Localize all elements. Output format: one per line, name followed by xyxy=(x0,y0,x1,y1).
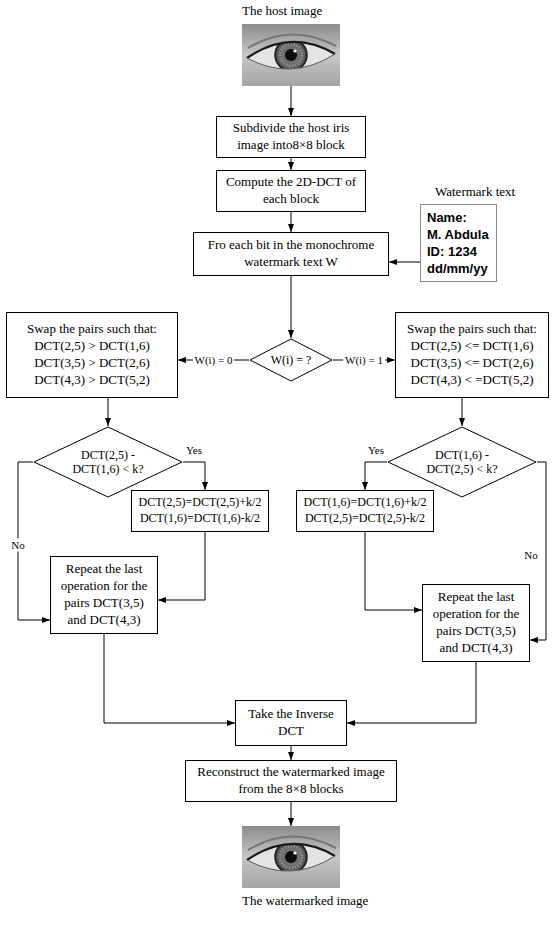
box-text: Reconstruct the watermarked image from t… xyxy=(192,764,390,798)
flow-arrow xyxy=(291,212,292,232)
box-text: DCT(2,5) <= DCT(1,6) xyxy=(402,338,542,355)
flow-arrow xyxy=(291,276,292,338)
lower-lid xyxy=(247,54,335,69)
flow-arrow xyxy=(365,462,387,490)
diamond-shape xyxy=(388,427,536,497)
decision-diamond: DCT(1,6) - DCT(2,5) < k? xyxy=(387,426,537,498)
flow-arrow xyxy=(291,802,292,826)
process-box: Take the Inverse DCT xyxy=(235,700,347,746)
box-text: Repeat the last operation for the pairs … xyxy=(429,589,523,657)
iris-image: The host image xyxy=(242,24,340,86)
box-text: Subdivide the host iris image into8×8 bl… xyxy=(223,120,359,154)
box-text: Take the Inverse DCT xyxy=(242,706,340,740)
decision-text: DCT(2,5) - DCT(1,6) < k? xyxy=(68,448,148,477)
pupil xyxy=(285,851,297,863)
edge-label: Yes xyxy=(184,444,204,457)
upper-lashes xyxy=(247,42,335,58)
decision-text: DCT(1,6) - DCT(2,5) < k? xyxy=(422,448,502,477)
process-box: Swap the pairs such that:DCT(2,5) <= DCT… xyxy=(395,312,549,398)
process-box: DCT(1,6)=DCT(1,6)+k/2DCT(2,5)=DCT(2,5)-k… xyxy=(296,490,434,532)
flow-arrow xyxy=(462,398,463,426)
diamond-text-holder: DCT(2,5) - DCT(1,6) < k? xyxy=(33,426,183,498)
flow-arrow xyxy=(104,634,235,723)
highlight xyxy=(293,49,296,52)
iris-image: The watermarked image xyxy=(242,826,340,888)
watermark-line: Name: xyxy=(427,209,490,226)
flow-arrow xyxy=(183,462,205,490)
edge-label: No xyxy=(522,549,539,562)
watermark-line: ID: 1234 xyxy=(427,243,490,260)
watermark-heading: Watermark text xyxy=(435,184,515,200)
flow-arrow xyxy=(291,86,292,116)
edge-label: W(i) = 1 xyxy=(343,354,385,367)
diamond-shape xyxy=(34,427,182,497)
diamond-text-holder: DCT(1,6) - DCT(2,5) < k? xyxy=(387,426,537,498)
flow-arrow xyxy=(389,262,420,263)
box-text: Compute the 2D-DCT of each block xyxy=(223,174,359,208)
box-text: DCT(4,3) > DCT(5,2) xyxy=(13,372,171,389)
box-text: DCT(2,5)=DCT(2,5)-k/2 xyxy=(303,511,427,527)
process-box: Subdivide the host iris image into8×8 bl… xyxy=(216,116,366,158)
upper-lashes xyxy=(247,844,335,860)
box-text: DCT(2,5) > DCT(1,6) xyxy=(13,338,171,355)
image-caption: The host image xyxy=(242,3,340,19)
box-text: DCT(2,5)=DCT(2,5)+k/2 xyxy=(138,495,262,511)
box-text: DCT(3,5) <= DCT(2,6) xyxy=(402,355,542,372)
process-box: Reconstruct the watermarked image from t… xyxy=(185,760,397,802)
highlight xyxy=(293,851,296,854)
iris-texture xyxy=(280,44,302,66)
box-text: Fro each bit in the monochrome watermark… xyxy=(200,237,382,271)
diamond-shape xyxy=(250,339,332,381)
box-text: Repeat the last operation for the pairs … xyxy=(57,561,151,629)
box-text: Swap the pairs such that: xyxy=(13,321,171,338)
eye-photo xyxy=(242,24,340,86)
flow-arrow xyxy=(108,398,109,426)
box-text: Swap the pairs such that: xyxy=(402,321,542,338)
watermark-text-box: Watermark textName:M. AbdulaID: 1234dd/m… xyxy=(420,204,497,282)
process-box: DCT(2,5)=DCT(2,5)+k/2DCT(1,6)=DCT(1,6)-k… xyxy=(131,490,269,532)
box-text: DCT(1,6)=DCT(1,6)-k/2 xyxy=(138,511,262,527)
iris-texture xyxy=(280,846,302,868)
pupil xyxy=(285,49,297,61)
process-box: Compute the 2D-DCT of each block xyxy=(216,170,366,212)
image-caption: The watermarked image xyxy=(242,893,340,909)
box-text: DCT(4,3) < =DCT(5,2) xyxy=(402,372,542,389)
skin xyxy=(242,24,340,86)
process-box: Repeat the last operation for the pairs … xyxy=(50,556,158,634)
lower-lid xyxy=(247,856,335,871)
flow-arrow xyxy=(347,662,476,723)
watermark-line: M. Abdula xyxy=(427,226,490,243)
edge-label: No xyxy=(9,539,26,552)
process-box: Swap the pairs such that:DCT(2,5) > DCT(… xyxy=(6,312,178,398)
eye-photo xyxy=(242,826,340,888)
process-box: Repeat the last operation for the pairs … xyxy=(422,584,530,662)
flow-arrow xyxy=(365,532,422,610)
flow-arrow xyxy=(291,746,292,760)
decision-diamond: DCT(2,5) - DCT(1,6) < k? xyxy=(33,426,183,498)
skin xyxy=(242,826,340,888)
flow-arrow xyxy=(158,532,205,600)
edge-label: Yes xyxy=(366,444,386,457)
box-text: DCT(3,5) > DCT(2,6) xyxy=(13,355,171,372)
process-box: Fro each bit in the monochrome watermark… xyxy=(193,232,389,276)
edge-label: W(i) = 0 xyxy=(193,354,235,367)
box-text: DCT(1,6)=DCT(1,6)+k/2 xyxy=(303,495,427,511)
watermark-line: dd/mm/yy xyxy=(427,260,490,277)
decision-diamond: W(i) = ? xyxy=(249,338,333,382)
diamond-text-holder: W(i) = ? xyxy=(249,338,333,382)
flow-arrow xyxy=(291,158,292,170)
decision-text: W(i) = ? xyxy=(271,353,312,367)
